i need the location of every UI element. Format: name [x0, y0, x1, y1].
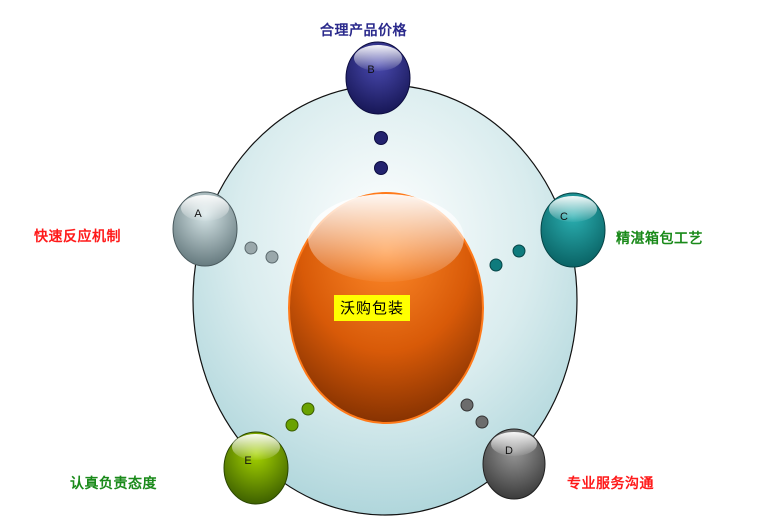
- connector-dots-c: [489, 244, 526, 272]
- connector-dots-e: [285, 402, 315, 432]
- node-b: [345, 41, 411, 115]
- label-b: 合理产品价格: [320, 23, 407, 39]
- node-e: [223, 431, 289, 505]
- node-c: [540, 192, 606, 268]
- node-d-letter: D: [505, 445, 513, 457]
- node-c-letter: C: [560, 211, 568, 223]
- label-c: 精湛箱包工艺: [616, 231, 703, 247]
- connector-dots-b: [374, 131, 388, 175]
- connector-dots-d: [460, 398, 489, 429]
- node-d: [482, 428, 546, 500]
- center-label: 沃购包装: [334, 295, 410, 321]
- node-e-letter: E: [244, 455, 252, 467]
- connector-dots-a: [244, 241, 279, 264]
- node-a: [172, 191, 238, 267]
- label-e: 认真负责态度: [70, 476, 157, 492]
- label-a: 快速反应机制: [34, 229, 121, 245]
- label-d: 专业服务沟通: [567, 476, 654, 492]
- node-b-letter: B: [367, 64, 375, 76]
- node-a-letter: A: [194, 208, 202, 220]
